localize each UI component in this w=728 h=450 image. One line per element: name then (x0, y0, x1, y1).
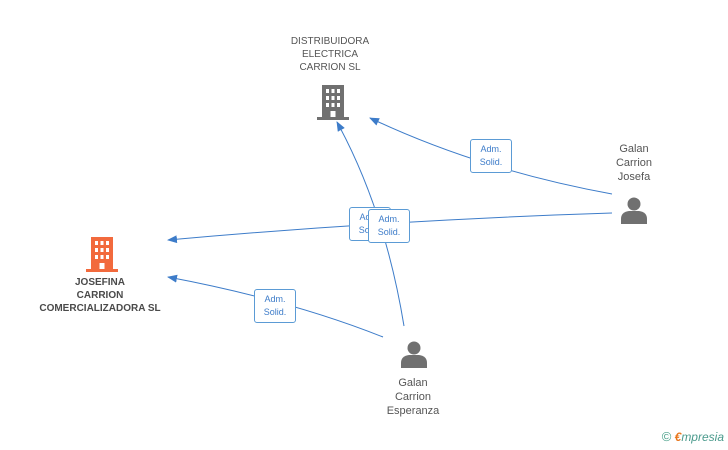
esperanza-line-3: Esperanza (386, 405, 440, 417)
role-tag-line-2: Solid. (479, 157, 503, 167)
building-icon[interactable] (86, 236, 118, 272)
person-icon[interactable] (400, 340, 428, 368)
esperanza-label[interactable]: Galan Carrion Esperanza (370, 376, 456, 418)
building-icon[interactable] (317, 84, 349, 120)
josefa-line-3: Josefa (617, 171, 651, 183)
role-tag-line-2: Solid. (377, 227, 401, 237)
distribuidora-line-3: CARRION SL (299, 62, 361, 73)
esperanza-line-2: Carrion (394, 391, 432, 403)
distribuidora-label[interactable]: DISTRIBUIDORA ELECTRICA CARRION SL (270, 35, 390, 74)
role-tag-josefa-distribuidora[interactable]: Adm. Solid. (470, 139, 512, 173)
josefina-line-1: JOSEFINA (74, 277, 125, 288)
josefa-label[interactable]: Galan Carrion Josefa (598, 142, 670, 184)
role-tag-josefa-josefina[interactable]: Adm. Solid. (368, 209, 410, 243)
person-icon[interactable] (620, 196, 648, 224)
role-tag-line-1: Adm. (378, 214, 400, 224)
role-tag-line-2: Solid. (263, 307, 287, 317)
copyright-symbol: © (661, 429, 672, 444)
josefa-line-2: Carrion (615, 157, 653, 169)
empresia-logo: © €mpresia (662, 429, 724, 444)
josefina-label[interactable]: JOSEFINA CARRION COMERCIALIZADORA SL (25, 276, 175, 315)
josefina-line-3: COMERCIALIZADORA SL (39, 303, 161, 314)
distribuidora-line-2: ELECTRICA (301, 49, 359, 60)
role-tag-line-1: Adm. (264, 294, 286, 304)
distribuidora-line-1: DISTRIBUIDORA (290, 36, 370, 47)
brand-letter: € (674, 430, 682, 444)
role-tag-line-1: Adm. (480, 144, 502, 154)
brand-name: mpresia (681, 430, 724, 444)
josefina-line-2: CARRION (76, 290, 124, 301)
role-tag-esperanza-josefina[interactable]: Adm. Solid. (254, 289, 296, 323)
esperanza-line-1: Galan (398, 377, 428, 389)
josefa-line-1: Galan (619, 143, 649, 155)
